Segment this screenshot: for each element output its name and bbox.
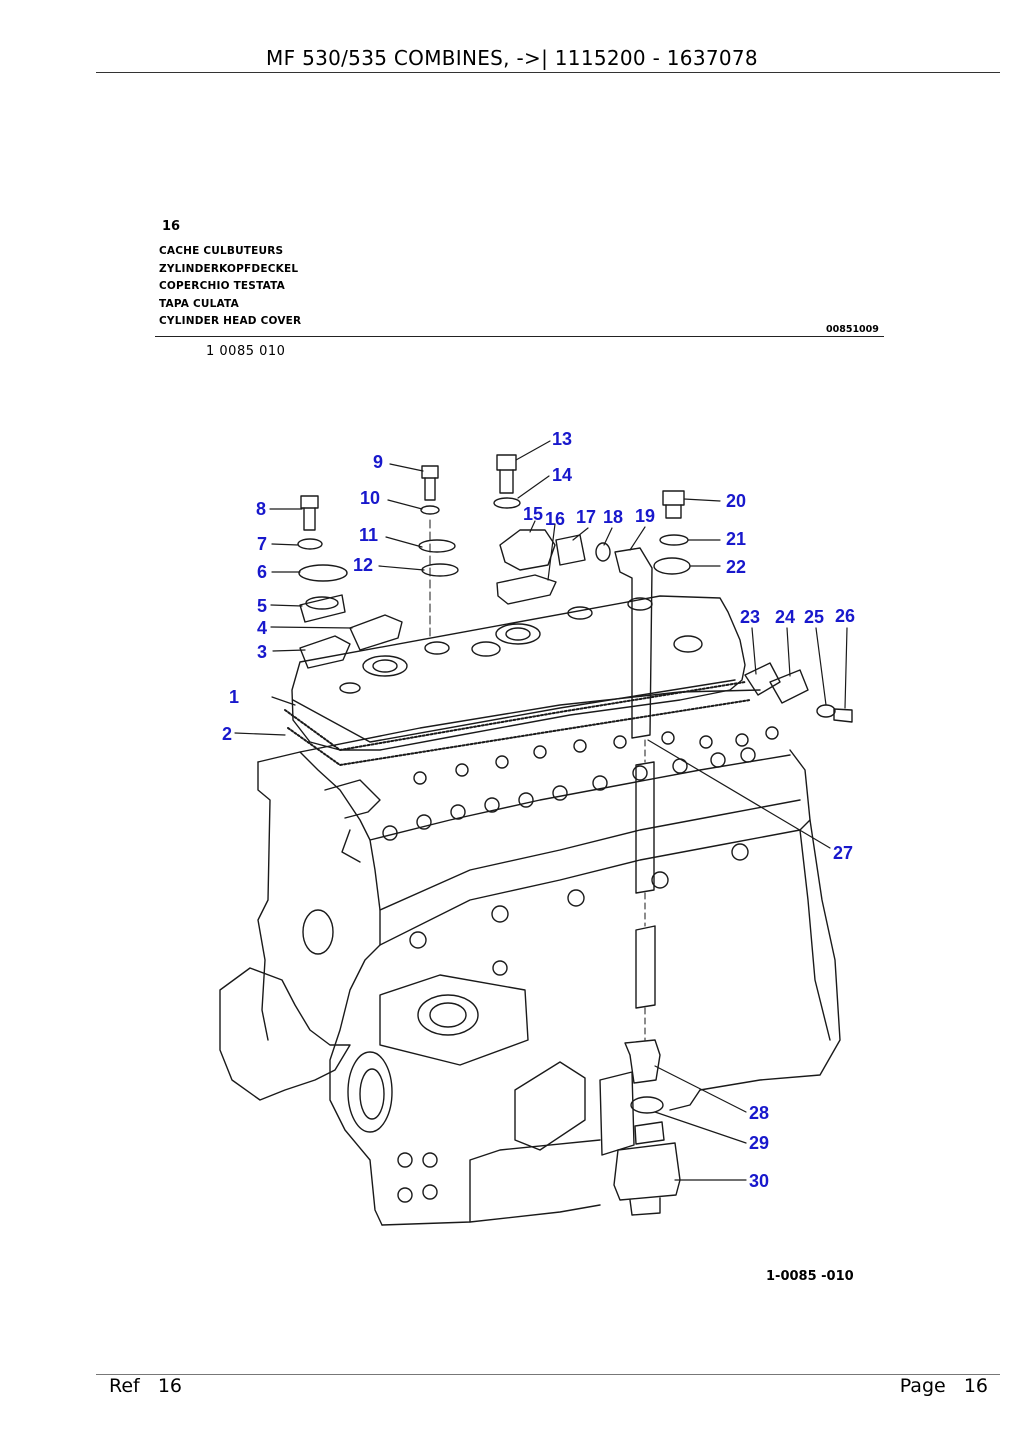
callout-numbers: 1 2 3 4 5 6 7 8 9 10 11 12 13 14 15 16 1…	[222, 429, 855, 1191]
figure-code: 1-0085 -010	[766, 1269, 854, 1284]
callout-27: 27	[833, 843, 853, 863]
title-de: ZYLINDERKOPFDECKEL	[159, 262, 299, 275]
page-header-title: MF 530/535 COMBINES, ->| 1115200 - 16370…	[266, 46, 758, 70]
footer-ref: Ref 16	[109, 1375, 183, 1397]
callout-24: 24	[775, 607, 795, 627]
engine-block-drawing	[219, 689, 841, 1226]
callout-17: 17	[576, 507, 596, 527]
callout-11: 11	[359, 525, 378, 545]
callout-1: 1	[229, 687, 239, 707]
footer-page: Page 16	[899, 1375, 988, 1397]
callout-15: 15	[523, 504, 543, 524]
callout-28: 28	[749, 1103, 769, 1123]
callout-14: 14	[552, 465, 572, 485]
callout-6: 6	[257, 562, 267, 582]
callout-16: 16	[545, 509, 565, 529]
callout-30: 30	[749, 1171, 769, 1191]
callout-20: 20	[726, 491, 746, 511]
callout-29: 29	[749, 1133, 769, 1153]
callout-12: 12	[353, 555, 373, 575]
callout-9: 9	[373, 452, 383, 472]
callout-18: 18	[603, 507, 623, 527]
section-titles: CACHE CULBUTEURS ZYLINDERKOPFDECKEL COPE…	[159, 243, 301, 331]
section-number: 16	[162, 219, 181, 234]
hardware-parts-drawing	[297, 454, 853, 1216]
callout-21: 21	[726, 529, 746, 549]
callout-19: 19	[635, 506, 655, 526]
callout-22: 22	[726, 557, 746, 577]
callout-23: 23	[740, 607, 760, 627]
document-code: 00851009	[826, 324, 879, 335]
title-divider	[155, 336, 884, 337]
title-fr: CACHE CULBUTEURS	[159, 245, 284, 257]
callout-8: 8	[256, 499, 266, 519]
title-en: CYLINDER HEAD COVER	[159, 315, 302, 327]
callout-2: 2	[222, 724, 232, 744]
header-divider	[96, 72, 1000, 73]
callout-25: 25	[804, 607, 824, 627]
callout-26: 26	[835, 606, 855, 626]
callout-4: 4	[257, 618, 267, 638]
callout-3: 3	[257, 642, 267, 662]
callout-10: 10	[360, 488, 380, 508]
title-es: TAPA CULATA	[159, 297, 239, 310]
footer-divider	[96, 1374, 1000, 1375]
callout-7: 7	[257, 534, 267, 554]
callout-13: 13	[552, 429, 572, 449]
callout-5: 5	[257, 596, 267, 616]
reference-code: 1 0085 010	[206, 344, 286, 359]
title-it: COPERCHIO TESTATA	[159, 280, 285, 292]
callout-leader-lines	[234, 440, 848, 1181]
rocker-cover-drawing	[284, 595, 751, 766]
